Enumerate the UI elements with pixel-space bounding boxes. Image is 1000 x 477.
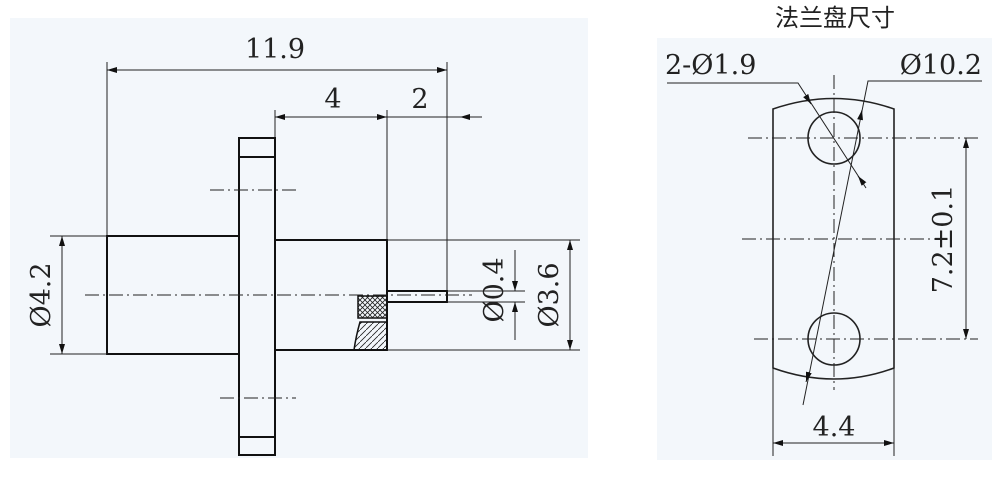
side-view: 11.9 4 2 Ø4.2 Ø3.6 Ø0.4 — [10, 18, 588, 458]
dim-total-length: 11.9 — [245, 34, 305, 65]
dim-body-length: 4 — [324, 84, 341, 115]
insulator-hatch — [353, 321, 388, 351]
dim-arc-diameter: Ø10.2 — [900, 50, 982, 81]
dim-width: 4.4 — [813, 412, 856, 443]
dim-holes: 2-Ø1.9 — [665, 50, 756, 81]
flange-view: 法兰盘尺寸 2-Ø1.9 Ø10.2 7.2±0.1 4.4 — [657, 4, 992, 460]
flange-view-panel — [657, 38, 992, 460]
dim-hole-spacing: 7.2±0.1 — [928, 185, 959, 294]
dim-pin-length: 2 — [411, 84, 428, 115]
flange-view-title: 法兰盘尺寸 — [775, 4, 895, 32]
dim-left-diameter: Ø4.2 — [26, 262, 57, 327]
side-view-panel — [10, 18, 588, 458]
dim-right-diameter: Ø3.6 — [534, 262, 565, 327]
dim-pin-diameter: Ø0.4 — [479, 257, 510, 322]
flange — [238, 137, 276, 456]
insulator-crosshatch — [357, 295, 388, 319]
